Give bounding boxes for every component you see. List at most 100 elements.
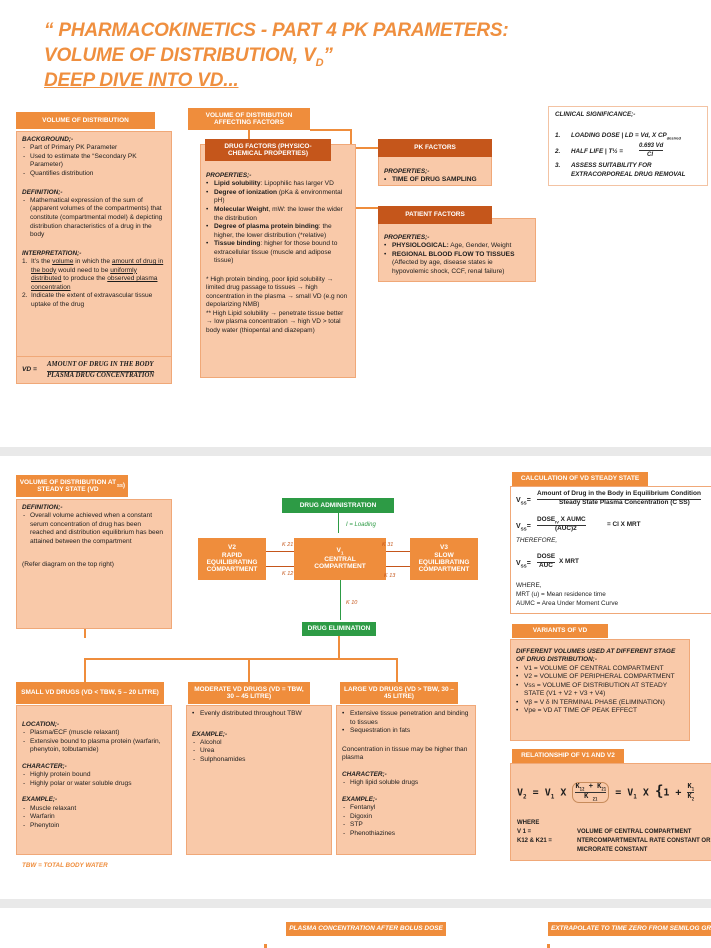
mrt-def: MRT (u) = Mean residence time [516,591,606,598]
list-item: Quantifies distribution [22,170,166,179]
list-item: PHYSIOLOGICAL: Age, Gender, Weight [384,242,530,251]
aumc-def: AUMC = Area Under Moment Curve [516,600,619,607]
list-item: Highly protein bound [22,771,166,780]
list-item: Molecular Weight, mW: the lower the wide… [206,206,350,223]
large-vd-panel: Extensive tissue penetration and binding… [336,705,476,855]
k-def: NTERCOMPARTMENTAL RATE CONSTANT OR [577,838,711,844]
small-vd-header: SMALL VD DRUGS (VD < TBW, 5 – 20 LITRE) [16,682,164,704]
k13-label: K 13 [384,573,396,579]
properties-heading: PROPERTIES;- [206,172,252,179]
list-item: Part of Primary PK Parameter [22,144,166,153]
list-item: 1.It’s the volume in which the amount of… [22,258,164,291]
relationship-header: RELATIONSHIP OF V1 AND V2 [512,749,624,763]
title-line-2: VOLUME OF DISTRIBUTION, VD” [44,45,333,69]
tbw-note: TBW = TOTAL BODY WATER [22,862,108,869]
list-item: V2 = VOLUME OF PERIPHERAL COMPARTMENT [516,673,684,682]
example-heading: EXAMPLE;- [342,795,378,803]
interpretation-heading: INTERPRETATION;- [22,249,82,257]
variants-title: DIFFERENT VOLUMES USED AT DIFFERENT STAG… [516,648,676,664]
list-item: Plasma/ECF (muscle relaxant) [22,729,166,738]
vod-header: VOLUME OF DISTRIBUTION [16,112,155,129]
pk-factors-header: PK FACTORS [378,139,492,157]
note-protein: * High protein binding, poor lipid solub… [206,275,348,309]
list-item: Degree of plasma protein binding: the hi… [206,223,350,240]
steady-panel: DEFINITION;- Overall volume achieved whe… [16,499,172,629]
drug-factors-header: DRUG FACTORS (PHYSICO-CHEMICAL PROPERTIE… [205,139,331,161]
loading-dose: LOADING DOSE | LD = Vd, X CPdesired [571,132,681,141]
list-item: Sequestration in fats [342,727,470,736]
list-item: Alcohol [192,739,326,748]
list-item: TIME OF DRUG SAMPLING [384,176,486,185]
list-item: V1 = VOLUME OF CENTRAL COMPARTMENT [516,665,684,674]
list-item: Overall volume achieved when a constant … [22,512,166,546]
vd-formula: VD = AMOUNT OF DRUG IN THE BODY PLASMA D… [16,356,172,384]
list-item: High lipid soluble drugs [342,779,470,788]
k31-label: K 31 [382,542,394,548]
drug-administration-box: DRUG ADMINISTRATION [282,498,394,513]
properties-heading: PROPERTIES;- [384,234,430,241]
list-item: Fentanyl [342,804,470,813]
title-line-1: “ PHARMACOKINETICS - PART 4 PK PARAMETER… [44,20,509,41]
large-vd-concentration: Concentration in tissue may be higher th… [342,745,468,762]
extracorporeal: ASSESS SUITABILITY FOR EXTRACORPOREAL DR… [571,162,686,178]
page-2: VOLUME OF DISTRIBUTION AT STEADY STATE (… [0,456,711,899]
drug-factors-panel: PROPERTIES;- Lipid solubility: Lipophili… [200,144,356,378]
properties-heading: PROPERTIES;- [384,168,430,175]
v1-def: VOLUME OF CENTRAL COMPARTMENT [577,829,692,835]
background-heading: BACKGROUND;- [22,136,74,143]
list-item: Used to estimate the “Secondary PK Param… [22,153,166,170]
variants-panel: DIFFERENT VOLUMES USED AT DIFFERENT STAG… [510,639,690,741]
list-item: Warfarin [22,813,166,822]
note-lipid: ** High Lipid solubility → penetrate tis… [206,309,344,334]
k10-label: K 10 [346,600,358,606]
clinical-panel: CLINICAL SIGNIFICANCE;- 1. LOADING DOSE … [548,106,708,186]
definition-heading: DEFINITION;- [22,188,63,196]
list-item: REGIONAL BLOOD FLOW TO TISSUES(Affected … [384,251,530,277]
drug-elimination-box: DRUG ELIMINATION [302,622,376,636]
large-vd-header: LARGE VD DRUGS (VD > TBW, 30 – 45 LITRE) [340,682,458,704]
list-item: Evenly distributed throughout TBW [192,710,326,719]
patient-factors-panel: PROPERTIES;- PHYSIOLOGICAL: Age, Gender,… [378,218,536,282]
calc-panel: VSS= Amount of Drug in the Body in Equil… [510,486,711,614]
list-item: Muscle relaxant [22,805,166,814]
pk-factors-panel: PROPERTIES;- TIME OF DRUG SAMPLING [378,152,492,186]
page-3: PLASMA CONCENTRATION AFTER BOLUS DOSE EX… [0,908,711,948]
list-item: Degree of ionization (pKa & environmenta… [206,189,350,206]
list-item: Phenothiazines [342,830,470,839]
bolus-header: PLASMA CONCENTRATION AFTER BOLUS DOSE [286,922,446,936]
list-item: Lipid solubility: Lipophilic has larger … [206,180,350,189]
small-vd-panel: LOCATION;- Plasma/ECF (muscle relaxant) … [16,705,172,855]
location-heading: LOCATION;- [22,721,60,728]
list-item: 2.Indicate the extent of extravascular t… [22,292,153,308]
list-item: Digoxin [342,813,470,822]
definition-heading: DEFINITION;- [22,504,63,511]
example-heading: EXAMPLE;- [22,796,58,804]
k21-label: K 21 [282,542,294,548]
steady-ref: (Refer diagram on the top right) [22,560,114,568]
list-item: Tissue binding: higher for those bound t… [206,240,350,266]
list-item: Vβ = V δ IN TERMINAL PHASE (ELIMINATION) [516,699,684,708]
list-item: Highly polar or water soluble drugs [22,780,166,789]
list-item: Sulphonamides [192,756,326,765]
moderate-vd-panel: Evenly distributed throughout TBW EXAMPL… [186,705,332,855]
extrapolate-header: EXTRAPOLATE TO TIME ZERO FROM SEMILOG GR… [548,922,711,936]
affecting-header: VOLUME OF DISTRIBUTION AFFECTING FACTORS [188,108,310,130]
title-line-3: DEEP DIVE INTO VD... [44,70,239,91]
half-life: HALF LIFE | T½ = [571,148,623,155]
loading-label: I = Loading [346,522,376,528]
vod-panel: BACKGROUND;- Part of Primary PK Paramete… [16,131,172,384]
list-item: STP [342,821,470,830]
list-item: Extensive tissue penetration and binding… [342,710,470,727]
list-item: Mathematical expression of the sum of (a… [22,197,166,240]
steady-header: VOLUME OF DISTRIBUTION AT STEADY STATE (… [16,475,128,497]
clinical-heading: CLINICAL SIGNIFICANCE;- [555,111,636,118]
variants-header: VARIANTS OF VD [512,624,608,638]
calc-header: CALCULATION OF VD STEADY STATE [512,472,648,486]
list-item: Vss = VOLUME OF DISTRIBUTION AT STEADY S… [516,682,684,699]
list-item: Extensive bound to plasma protein (warfa… [22,738,166,755]
list-item: Urea [192,747,326,756]
